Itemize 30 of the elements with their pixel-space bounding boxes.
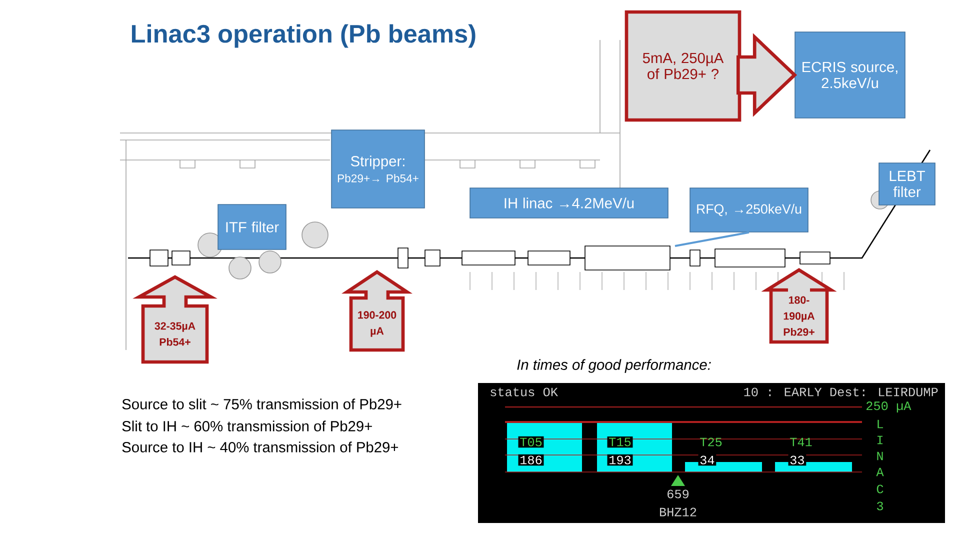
destination-text: 10 : EARLY Dest: LEIRDUMP (744, 388, 938, 396)
label-box: RFQ, →250keV/u (690, 188, 808, 232)
label-box: ITF filter (218, 204, 286, 250)
vertical-letter: A (876, 468, 884, 476)
label-box: IH linac →4.2MeV/u (470, 188, 668, 218)
note-text: In times of good performance: (517, 359, 711, 373)
transmission-note: Source to IH ~ 40% transmission of Pb29+ (122, 442, 398, 452)
transmission-note: Source to slit ~ 75% transmission of Pb29+ (122, 398, 402, 410)
block-arrow (736, 33, 798, 117)
scale-label: 250 µA (866, 402, 912, 412)
current-value: 659 (668, 490, 689, 498)
slide-title: Linac3 operation (Pb beams) (132, 24, 476, 48)
magnet-label: BHZ12 (660, 508, 696, 516)
leader-line (674, 231, 750, 247)
label-box: ECRIS source, 2.5keV/u (794, 32, 906, 118)
vertical-letter: 3 (877, 502, 883, 510)
vertical-letter: L (878, 420, 883, 428)
current-arrow-callout: 32-35µA Pb54+ (132, 275, 218, 364)
label-box: Stripper: Pb29+→ Pb54+ (331, 130, 425, 208)
transmission-note: Slit to IH ~ 60% transmission of Pb29+ (122, 420, 372, 432)
vertical-letter: N (877, 452, 883, 460)
current-arrow-callout: 190-200 µA (342, 270, 413, 352)
vertical-letter: C (876, 484, 884, 494)
tank-label: T25 (700, 438, 722, 446)
current-callout: 5mA, 250µA of Pb29+ ? (624, 10, 742, 122)
vertical-letter: I (877, 436, 883, 444)
status-text: status OK (490, 388, 558, 396)
current-arrow-callout: 180-190µA Pb29+ (761, 268, 837, 344)
tank-label: T41 (790, 438, 812, 446)
label-box: LEBT filter (878, 162, 936, 206)
